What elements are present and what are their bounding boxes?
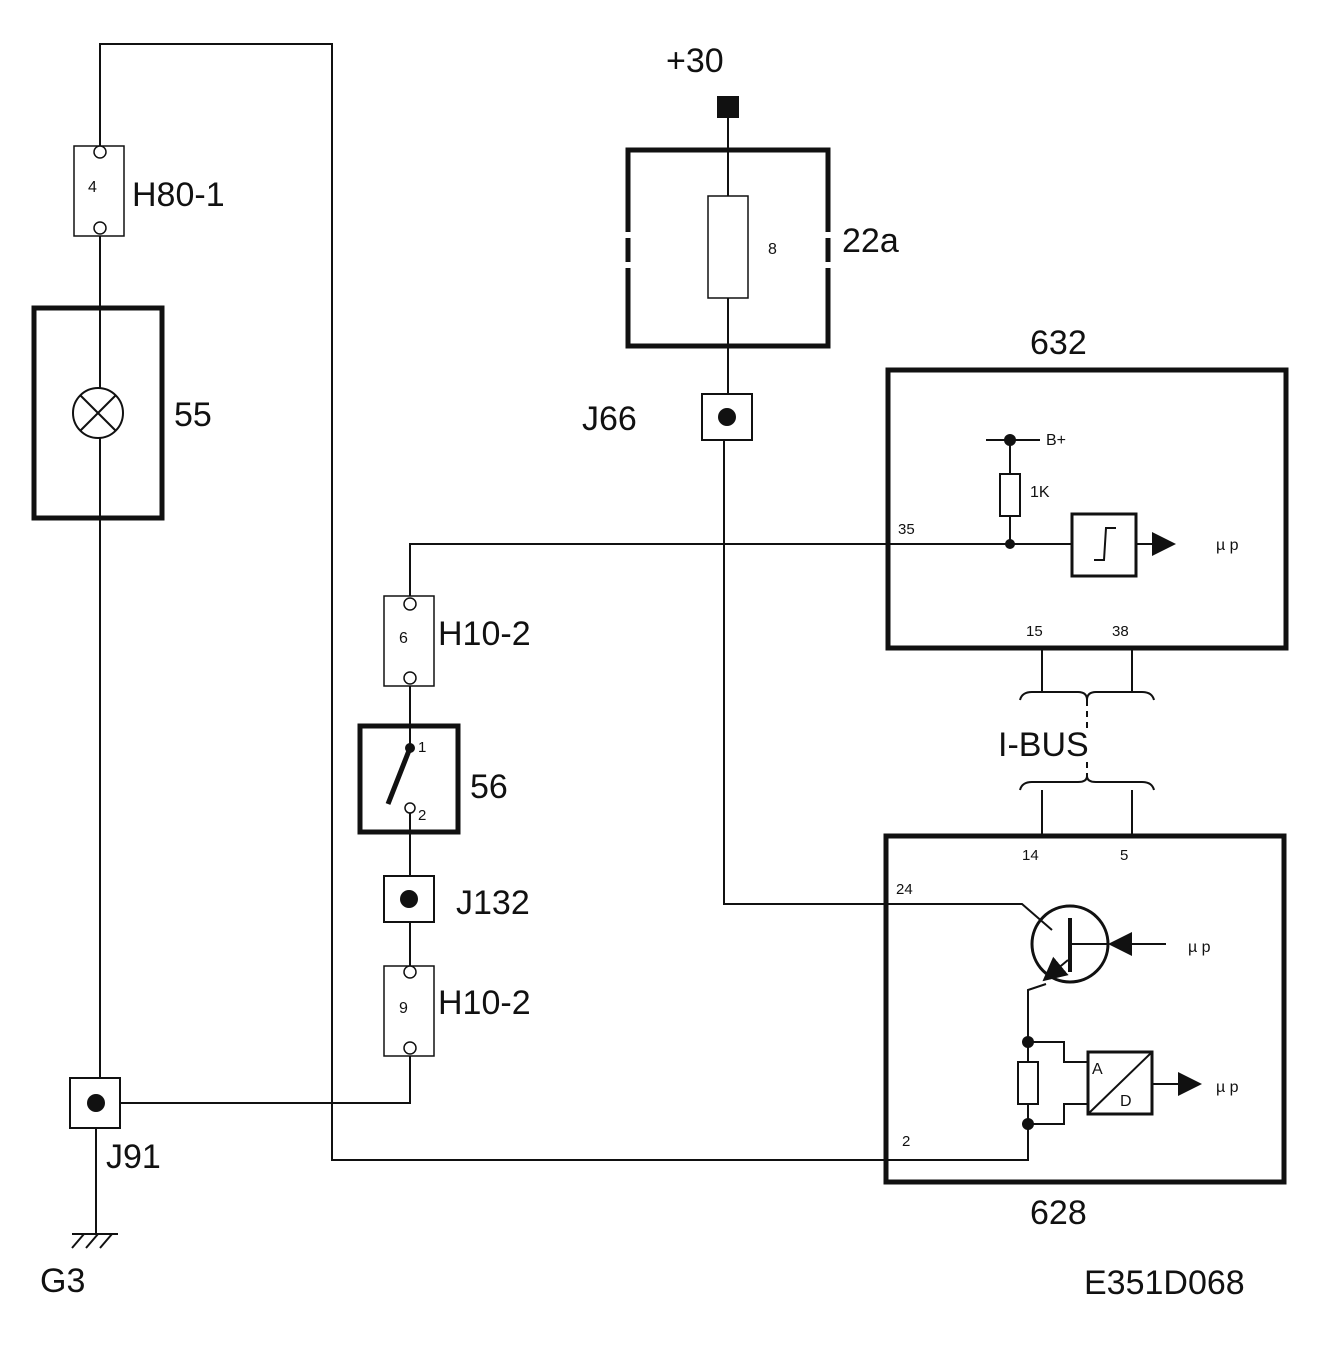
connector-h80-1	[73, 145, 125, 237]
fuse-box-22a	[625, 147, 831, 349]
wire-h10-to-632	[409, 543, 1010, 600]
module-628-box	[883, 833, 1287, 1185]
fuse-element	[707, 195, 749, 299]
drawing-code: E351D068	[1084, 1264, 1245, 1302]
lamp-label: 55	[174, 396, 212, 434]
connector-h10-2-lower-pin: 9	[399, 1000, 408, 1017]
fuse-box-label: 22a	[842, 222, 899, 260]
wires	[95, 43, 1155, 1234]
connector-h10-2-upper-label: H10-2	[438, 615, 531, 653]
switch-label: 56	[470, 768, 508, 806]
wire-j66-to-628	[723, 440, 1053, 931]
module-628-pin-14: 14	[1022, 847, 1039, 864]
module-632-label: 632	[1030, 324, 1087, 362]
switch-component	[357, 723, 461, 835]
module-632-output-label: µ p	[1216, 537, 1239, 554]
junction-j132-label: J132	[456, 884, 530, 922]
ground-label: G3	[40, 1262, 85, 1300]
bus-label: I-BUS	[998, 726, 1089, 764]
junction-j91	[69, 1077, 121, 1129]
supply-terminal	[717, 96, 739, 118]
module-632-resistor-label: 1K	[1030, 484, 1050, 501]
ground-symbol	[71, 1233, 118, 1249]
module-628-pin-2: 2	[902, 1133, 910, 1150]
module-632-pin-15: 15	[1026, 623, 1043, 640]
module-628-adc-output: µ p	[1216, 1079, 1239, 1096]
connector-h10-2-upper	[383, 595, 435, 687]
module-628-internals	[1017, 904, 1202, 1125]
module-628-driver-input: µ p	[1188, 939, 1211, 956]
module-632-pin-35: 35	[898, 521, 915, 538]
supply-label: +30	[666, 42, 724, 80]
adc-label-d: D	[1120, 1093, 1132, 1110]
junction-j66-label: J66	[582, 400, 637, 438]
lamp-component	[31, 305, 165, 521]
bus-brace-upper	[1019, 691, 1155, 701]
wire-j91-to-h10-lower	[120, 1050, 411, 1104]
connector-h10-2-upper-pin: 6	[399, 630, 408, 647]
bus-brace-lower	[1019, 775, 1155, 791]
module-632-supply-label: B+	[1046, 432, 1066, 449]
junction-j91-label: J91	[106, 1138, 161, 1176]
module-632-pin-38: 38	[1112, 623, 1129, 640]
switch-pin-2: 2	[418, 807, 426, 824]
connector-h80-1-pin: 4	[88, 179, 97, 196]
switch-lever-icon	[385, 747, 413, 805]
module-632-internals	[986, 439, 1176, 578]
module-628-label: 628	[1030, 1194, 1087, 1232]
module-632-box	[885, 367, 1289, 651]
module-628-pin-5: 5	[1120, 847, 1128, 864]
adc-label-a: A	[1092, 1061, 1103, 1078]
switch-pin-1: 1	[418, 739, 426, 756]
fuse-number: 8	[768, 241, 777, 258]
connector-h10-2-lower	[383, 965, 435, 1057]
module-628-pin-24: 24	[896, 881, 913, 898]
junction-j132	[383, 875, 435, 923]
connector-h80-1-label: H80-1	[132, 176, 225, 214]
wire-top-loop	[99, 43, 1029, 1161]
connector-h10-2-lower-label: H10-2	[438, 984, 531, 1022]
junction-j66	[701, 393, 753, 441]
